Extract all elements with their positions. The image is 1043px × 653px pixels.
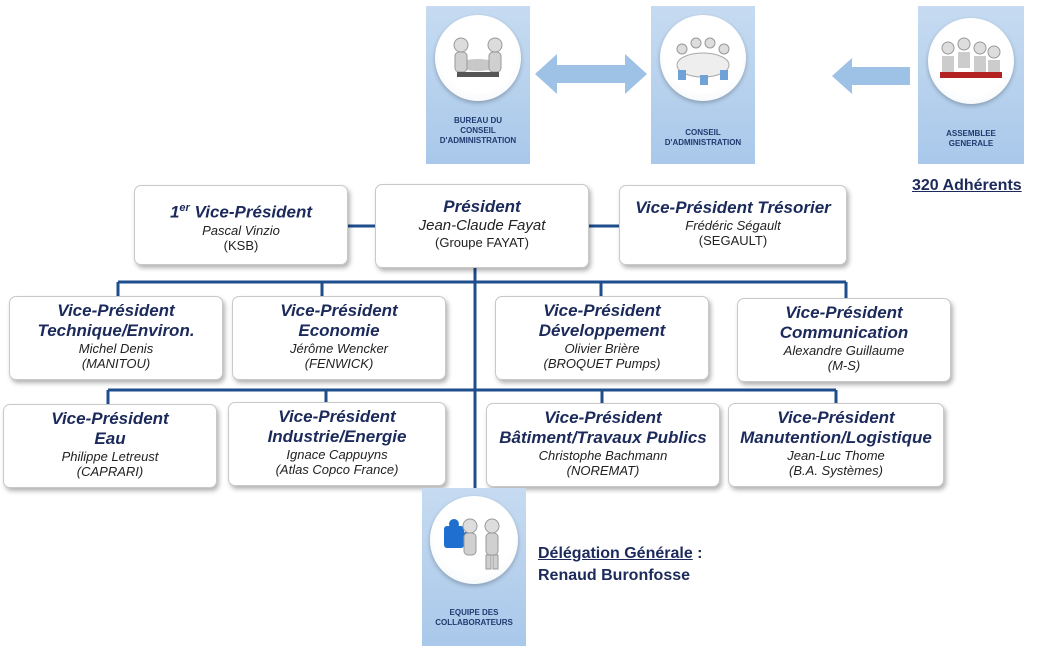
delegation-title: Délégation Générale : bbox=[538, 545, 703, 562]
tresorier-company: (SEGAULT) bbox=[698, 233, 768, 248]
audience-figures-icon bbox=[940, 37, 1002, 78]
vp-title: Vice-Président bbox=[280, 301, 398, 320]
vp-company: (MANITOU) bbox=[81, 356, 151, 371]
conseil-panel: CONSEIL D'ADMINISTRATION bbox=[651, 6, 755, 164]
vp-subtitle: Technique/Environ. bbox=[37, 321, 195, 340]
vp-company: (M-S) bbox=[827, 358, 861, 373]
vp-name: Olivier Brière bbox=[564, 341, 640, 356]
vp-industrie-box: Vice-Président Industrie/Energie Ignace … bbox=[228, 402, 446, 486]
equipe-label: EQUIPE DES COLLABORATEURS bbox=[435, 608, 513, 627]
vp-developpement-box: Vice-Président Développement Olivier Bri… bbox=[495, 296, 709, 380]
vp-company: (B.A. Systèmes) bbox=[789, 463, 883, 478]
vp-manutention-box: Vice-Président Manutention/Logistique Je… bbox=[728, 403, 944, 487]
vp-subtitle: Industrie/Energie bbox=[267, 427, 407, 446]
vp-eau-box: Vice-Président Eau Philippe Letreust (CA… bbox=[3, 404, 217, 488]
vp-title: Vice-Président bbox=[785, 303, 903, 322]
first-vp-title: 1er Vice-Président bbox=[169, 202, 313, 222]
vp-name: Jérôme Wencker bbox=[289, 341, 388, 356]
vp-title: Vice-Président bbox=[543, 301, 661, 320]
vp-subtitle: Eau bbox=[94, 429, 126, 448]
bureau-circle bbox=[435, 15, 521, 101]
conseil-label: CONSEIL D'ADMINISTRATION bbox=[664, 128, 742, 147]
delegation-name: Renaud Buronfosse bbox=[538, 567, 691, 584]
vp-subtitle: Manutention/Logistique bbox=[740, 428, 932, 447]
meeting-figures-icon bbox=[453, 37, 503, 77]
conseil-circle bbox=[660, 15, 746, 101]
assemblee-label: ASSEMBLEE GENERALE bbox=[946, 129, 996, 148]
left-arrow-icon bbox=[832, 58, 910, 94]
vp-economie-box: Vice-Président Economie Jérôme Wencker (… bbox=[232, 296, 446, 380]
vp-company: (CAPRARI) bbox=[76, 464, 144, 479]
delegation-block: Délégation Générale : Renaud Buronfosse bbox=[538, 543, 703, 587]
adherents-label: 320 Adhérents bbox=[912, 177, 1022, 194]
puzzle-team-icon bbox=[444, 518, 500, 570]
vp-title: Vice-Président bbox=[51, 409, 169, 428]
vp-title: Vice-Président bbox=[278, 407, 396, 426]
vp-subtitle: Bâtiment/Travaux Publics bbox=[499, 428, 707, 447]
round-table-icon bbox=[676, 37, 730, 85]
bureau-panel: BUREAU DU CONSEIL D'ADMINISTRATION bbox=[426, 6, 530, 164]
vp-title: Vice-Président bbox=[777, 408, 895, 427]
vp-subtitle: Economie bbox=[298, 321, 380, 340]
first-vp-company: (KSB) bbox=[223, 237, 259, 253]
double-arrow-icon bbox=[535, 54, 647, 94]
equipe-panel: EQUIPE DES COLLABORATEURS bbox=[422, 488, 526, 646]
bureau-label: BUREAU DU CONSEIL D'ADMINISTRATION bbox=[439, 116, 517, 145]
president-company: (Groupe FAYAT) bbox=[435, 235, 529, 250]
equipe-circle bbox=[430, 496, 518, 584]
vp-company: (NOREMAT) bbox=[566, 463, 640, 478]
first-vp-box: 1er Vice-Président Pascal Vinzio (KSB) bbox=[134, 185, 348, 265]
vp-name: Christophe Bachmann bbox=[538, 448, 668, 463]
vp-technique-box: Vice-Président Technique/Environ. Michel… bbox=[9, 296, 223, 380]
assemblee-circle bbox=[928, 18, 1014, 104]
tresorier-name: Frédéric Ségault bbox=[685, 218, 781, 233]
president-name: Jean-Claude Fayat bbox=[418, 217, 546, 234]
tresorier-box: Vice-Président Trésorier Frédéric Ségaul… bbox=[619, 185, 847, 265]
vp-name: Alexandre Guillaume bbox=[783, 343, 905, 358]
vp-communication-box: Vice-Président Communication Alexandre G… bbox=[737, 298, 951, 382]
tresorier-title: Vice-Président Trésorier bbox=[635, 198, 831, 217]
vp-name: Philippe Letreust bbox=[61, 449, 159, 464]
first-vp-name: Pascal Vinzio bbox=[202, 222, 280, 238]
vp-name: Ignace Cappuyns bbox=[286, 447, 388, 462]
vp-company: (FENWICK) bbox=[304, 356, 374, 371]
president-box: Président Jean-Claude Fayat (Groupe FAYA… bbox=[375, 184, 589, 268]
assemblee-panel: ASSEMBLEE GENERALE bbox=[918, 6, 1024, 164]
president-title: Président bbox=[443, 197, 521, 216]
vp-title: Vice-Président bbox=[57, 301, 175, 320]
vp-company: (Atlas Copco France) bbox=[275, 462, 399, 477]
vp-subtitle: Communication bbox=[779, 323, 909, 342]
vp-company: (BROQUET Pumps) bbox=[543, 356, 661, 371]
vp-title: Vice-Président bbox=[544, 408, 662, 427]
vp-batiment-box: Vice-Président Bâtiment/Travaux Publics … bbox=[486, 403, 720, 487]
vp-name: Jean-Luc Thome bbox=[787, 448, 885, 463]
vp-subtitle: Développement bbox=[538, 321, 666, 340]
vp-name: Michel Denis bbox=[78, 341, 154, 356]
